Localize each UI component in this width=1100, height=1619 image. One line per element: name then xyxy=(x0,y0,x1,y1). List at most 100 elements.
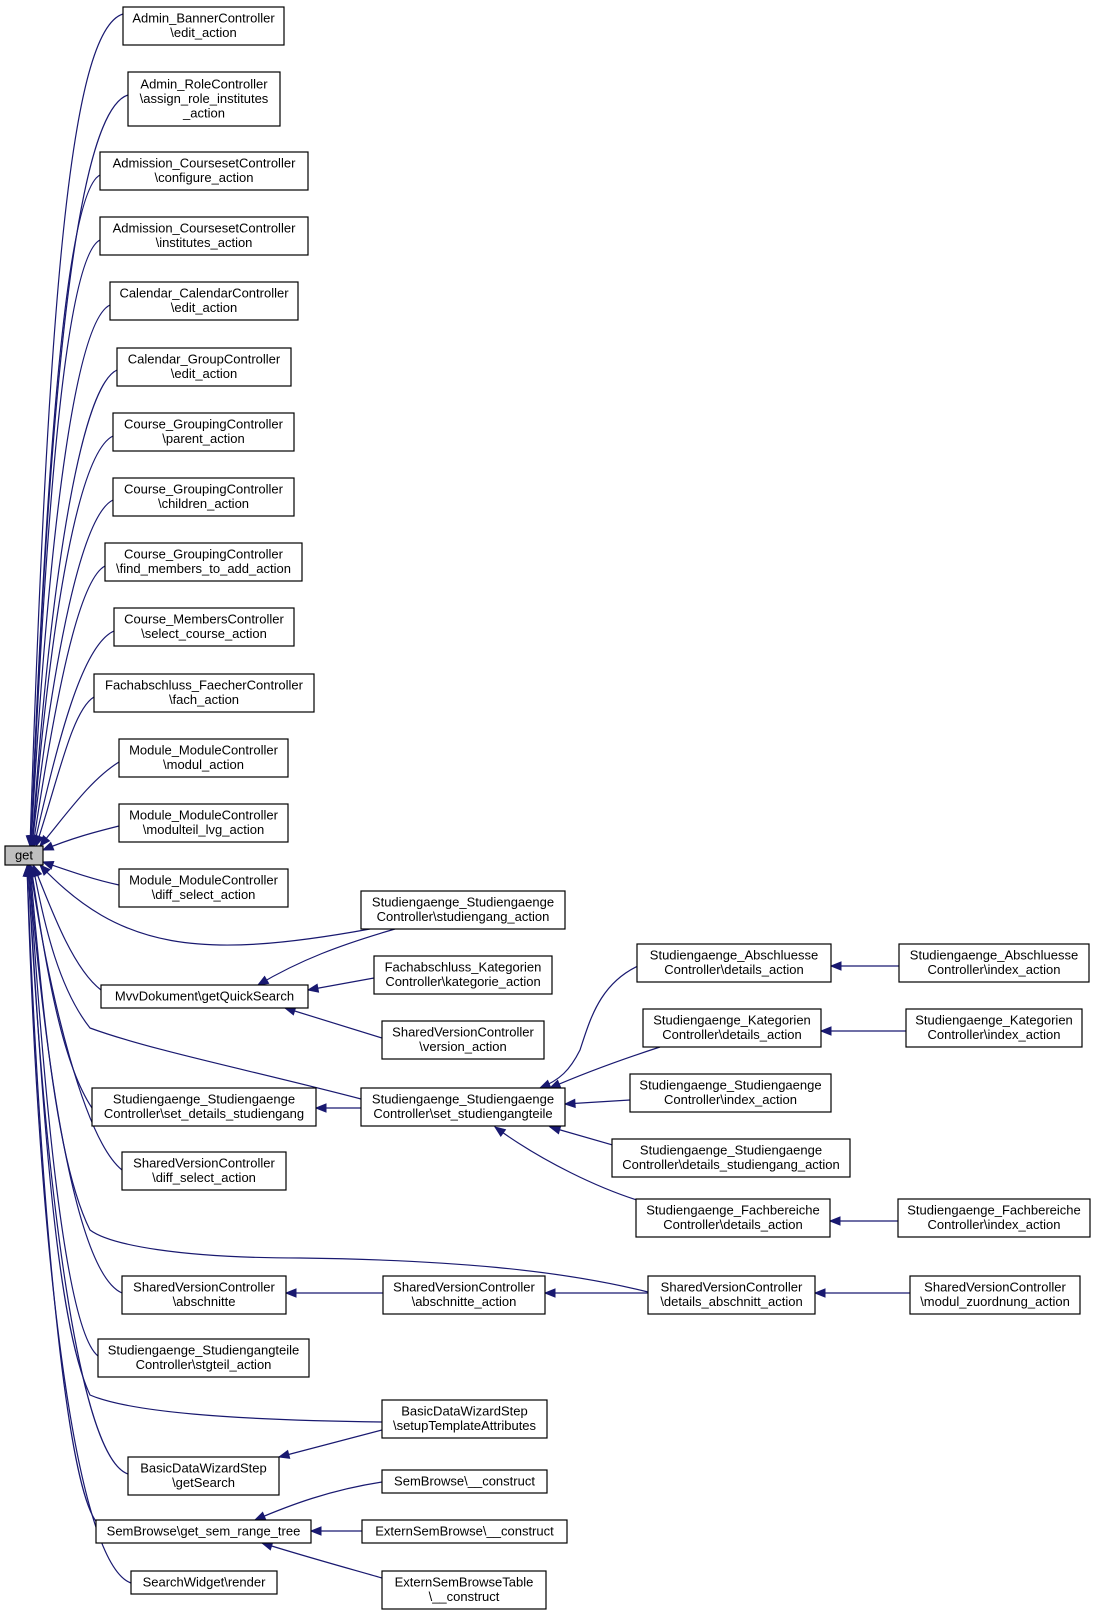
node-box xyxy=(95,1519,312,1544)
node-label: Studiengaenge_Kategorien xyxy=(915,1013,1073,1028)
graph-node[interactable]: Studiengaenge_StudiengaengeController\in… xyxy=(629,1073,832,1113)
node-label: Controller\details_action xyxy=(664,962,803,977)
graph-node[interactable]: Studiengaenge_FachbereicheController\ind… xyxy=(897,1198,1091,1238)
node-label: Course_MembersController xyxy=(124,612,284,627)
edge-arrowhead xyxy=(39,864,51,876)
graph-node[interactable]: Studiengaenge_StudiengaengeController\se… xyxy=(360,1087,566,1127)
graph-node[interactable]: ExternSemBrowse\__construct xyxy=(361,1519,568,1544)
edge-n29-to-get xyxy=(29,865,123,1171)
edge-n11-to-get xyxy=(35,696,95,847)
graph-node[interactable]: SharedVersionController\abschnitte xyxy=(121,1275,287,1315)
node-label: Admin_RoleController xyxy=(140,76,268,91)
node-label: \version_action xyxy=(419,1039,506,1054)
node-label: SharedVersionController xyxy=(133,1280,275,1295)
graph-node[interactable]: Studiengaenge_StudiengaengeController\st… xyxy=(360,890,566,930)
node-label: \diff_select_action xyxy=(152,887,256,902)
edge-arrowhead xyxy=(309,1526,322,1536)
graph-node[interactable]: MvvDokument\getQuickSearch xyxy=(100,984,309,1009)
edge-arrowhead xyxy=(548,1079,562,1089)
node-box xyxy=(360,1087,566,1127)
graph-node[interactable]: Module_ModuleController\diff_select_acti… xyxy=(118,868,289,908)
graph-node[interactable]: Fachabschluss_FaecherController\fach_act… xyxy=(93,673,315,713)
node-label: Studiengaenge_Fachbereiche xyxy=(646,1203,819,1218)
graph-node[interactable]: Studiengaenge_AbschluesseController\inde… xyxy=(898,943,1090,983)
graph-node[interactable]: SearchWidget\render xyxy=(130,1570,278,1595)
edge-n41-to-get xyxy=(26,865,132,1584)
node-box xyxy=(127,1456,280,1496)
graph-node[interactable]: Calendar_GroupController\edit_action xyxy=(116,347,292,387)
node-label: ExternSemBrowse\__construct xyxy=(375,1523,554,1538)
edge-arrowhead xyxy=(548,1125,562,1135)
graph-node[interactable]: Studiengaenge_KategorienController\index… xyxy=(905,1008,1083,1048)
node-box xyxy=(122,6,285,46)
node-box xyxy=(104,542,303,582)
graph-node[interactable]: Studiengaenge_FachbereicheController\det… xyxy=(635,1198,831,1238)
edge-arrowhead xyxy=(284,1288,297,1298)
edge-arrowhead xyxy=(34,834,44,848)
graph-node[interactable]: Course_MembersController\select_course_a… xyxy=(113,607,295,647)
graph-node[interactable]: Studiengaenge_StudiengaengeController\de… xyxy=(611,1138,851,1178)
edge-n6-to-get xyxy=(31,369,118,847)
edge-arrowhead xyxy=(828,1216,841,1226)
node-box xyxy=(629,1073,832,1113)
graph-node[interactable]: Studiengaenge_StudiengangteileController… xyxy=(97,1338,310,1378)
graph-node[interactable]: SharedVersionController\abschnitte_actio… xyxy=(382,1275,546,1315)
graph-node[interactable]: Calendar_CalendarController\edit_action xyxy=(109,281,299,321)
graph-node[interactable]: Course_GroupingController\parent_action xyxy=(112,412,295,452)
graph-node[interactable]: Module_ModuleController\modul_action xyxy=(118,738,289,778)
node-label: Fachabschluss_Kategorien xyxy=(385,960,542,975)
graph-node[interactable]: BasicDataWizardStep\getSearch xyxy=(127,1456,280,1496)
graph-node[interactable]: Studiengaenge_AbschluesseController\deta… xyxy=(636,943,832,983)
graph-node[interactable]: SharedVersionController\details_abschnit… xyxy=(647,1275,816,1315)
node-box xyxy=(127,71,281,127)
node-label: Controller\details_studiengang_action xyxy=(622,1157,840,1172)
edge-arrowhead xyxy=(829,961,842,971)
node-box xyxy=(381,1570,547,1610)
graph-node[interactable]: Admission_CoursesetController\configure_… xyxy=(99,151,309,191)
edge-n21-to-n20 xyxy=(539,962,646,1089)
graph-node[interactable]: BasicDataWizardStep\setupTemplateAttribu… xyxy=(381,1399,548,1439)
graph-node[interactable]: Fachabschluss_KategorienController\kateg… xyxy=(373,955,553,995)
graph-node[interactable]: SemBrowse\get_sem_range_tree xyxy=(95,1519,312,1544)
node-box xyxy=(611,1138,851,1178)
edge-n8-to-get xyxy=(31,499,114,847)
node-label: Studiengaenge_Studiengaenge xyxy=(372,895,554,910)
node-label: SharedVersionController xyxy=(661,1280,803,1295)
node-label: SemBrowse\__construct xyxy=(394,1473,535,1488)
graph-node[interactable]: Admission_CoursesetController\institutes… xyxy=(99,216,309,256)
graph-node[interactable]: SemBrowse\__construct xyxy=(381,1469,548,1494)
edge-arrowhead xyxy=(543,1288,556,1298)
node-box xyxy=(909,1275,1081,1315)
graph-node[interactable]: Course_GroupingController\children_actio… xyxy=(112,477,295,517)
graph-node[interactable]: ExternSemBrowseTable\__construct xyxy=(381,1570,547,1610)
edge-n12-to-get xyxy=(39,761,120,847)
edge-n20-to-get xyxy=(32,865,362,1100)
node-label: Controller\index_action xyxy=(928,1217,1061,1232)
node-box xyxy=(381,1020,545,1060)
graph-node[interactable]: Course_GroupingController\find_members_t… xyxy=(104,542,303,582)
graph-node[interactable]: Admin_BannerController\edit_action xyxy=(122,6,285,46)
edge-n3-to-get xyxy=(30,174,101,847)
root-node-get[interactable]: get xyxy=(4,845,44,866)
node-box xyxy=(121,1151,287,1191)
edge-arrowhead xyxy=(22,864,33,877)
edge-arrowhead xyxy=(41,841,55,851)
graph-node[interactable]: Studiengaenge_StudiengaengeController\se… xyxy=(91,1087,317,1127)
graph-node[interactable]: Studiengaenge_KategorienController\detai… xyxy=(642,1008,822,1048)
graph-node[interactable]: SharedVersionController\modul_zuordnung_… xyxy=(909,1275,1081,1315)
graph-node[interactable]: SharedVersionController\version_action xyxy=(381,1020,545,1060)
node-label: MvvDokument\getQuickSearch xyxy=(115,988,294,1003)
edge-n36-to-get xyxy=(27,865,129,1475)
node-box xyxy=(898,943,1090,983)
node-box xyxy=(118,738,289,778)
graph-node[interactable]: SharedVersionController\diff_select_acti… xyxy=(121,1151,287,1191)
edge-n16-to-get xyxy=(33,865,102,991)
graph-node[interactable]: Admin_RoleController\assign_role_institu… xyxy=(127,71,281,127)
node-label: \abschnitte_action xyxy=(412,1294,517,1309)
graph-node[interactable]: Module_ModuleController\modulteil_lvg_ac… xyxy=(118,803,289,843)
node-label: Controller\set_studiengangteile xyxy=(373,1106,552,1121)
edge-arrowhead xyxy=(493,1126,507,1138)
node-box xyxy=(116,347,292,387)
node-box xyxy=(4,845,44,866)
edge-n30-to-get xyxy=(28,865,123,1294)
